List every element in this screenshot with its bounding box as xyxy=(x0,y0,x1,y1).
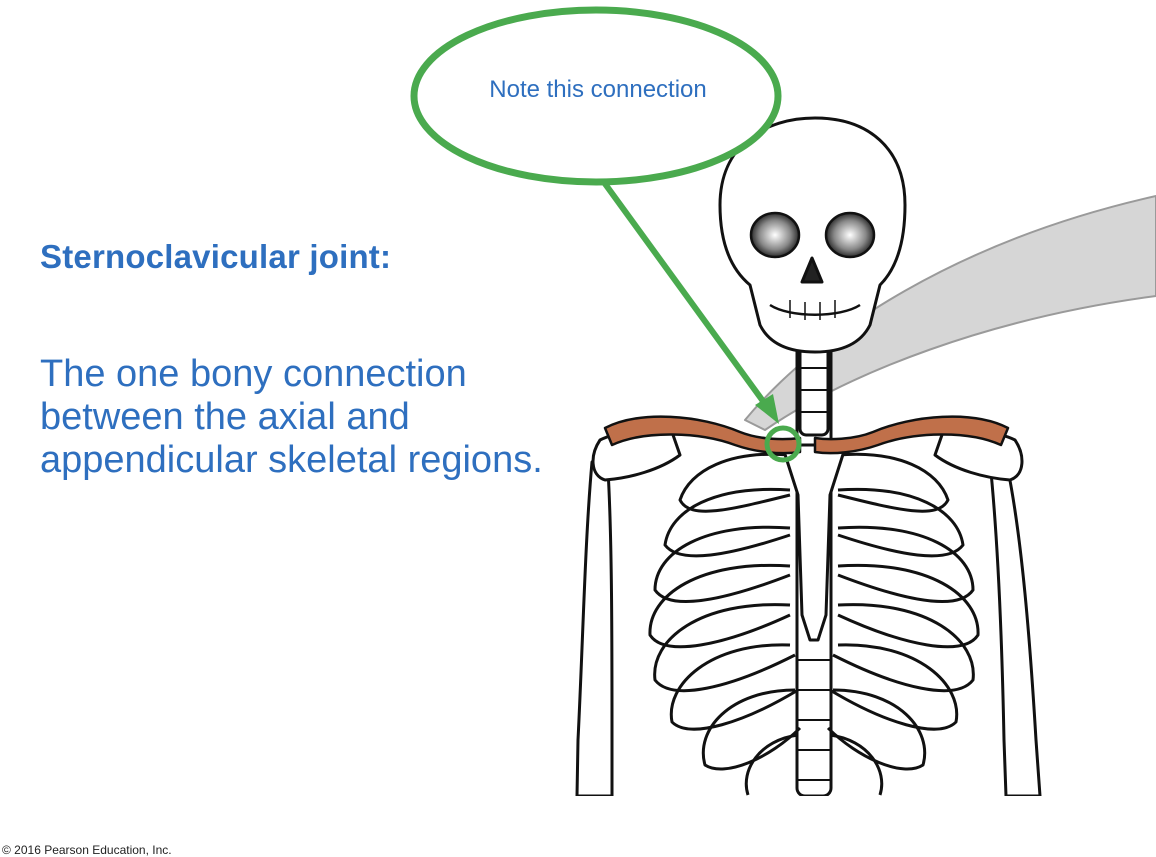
left-eye-socket xyxy=(751,213,799,257)
left-humerus xyxy=(577,462,612,796)
slide-heading: Sternoclavicular joint: xyxy=(40,238,391,276)
right-eye-socket xyxy=(826,213,874,257)
callout-label: Note this connection xyxy=(428,76,768,104)
right-humerus xyxy=(990,462,1040,796)
slide-body: The one bony connection between the axia… xyxy=(40,353,560,482)
sternum xyxy=(782,445,846,640)
copyright-footer: © 2016 Pearson Education, Inc. xyxy=(2,843,172,857)
cervical-spine xyxy=(800,345,828,435)
